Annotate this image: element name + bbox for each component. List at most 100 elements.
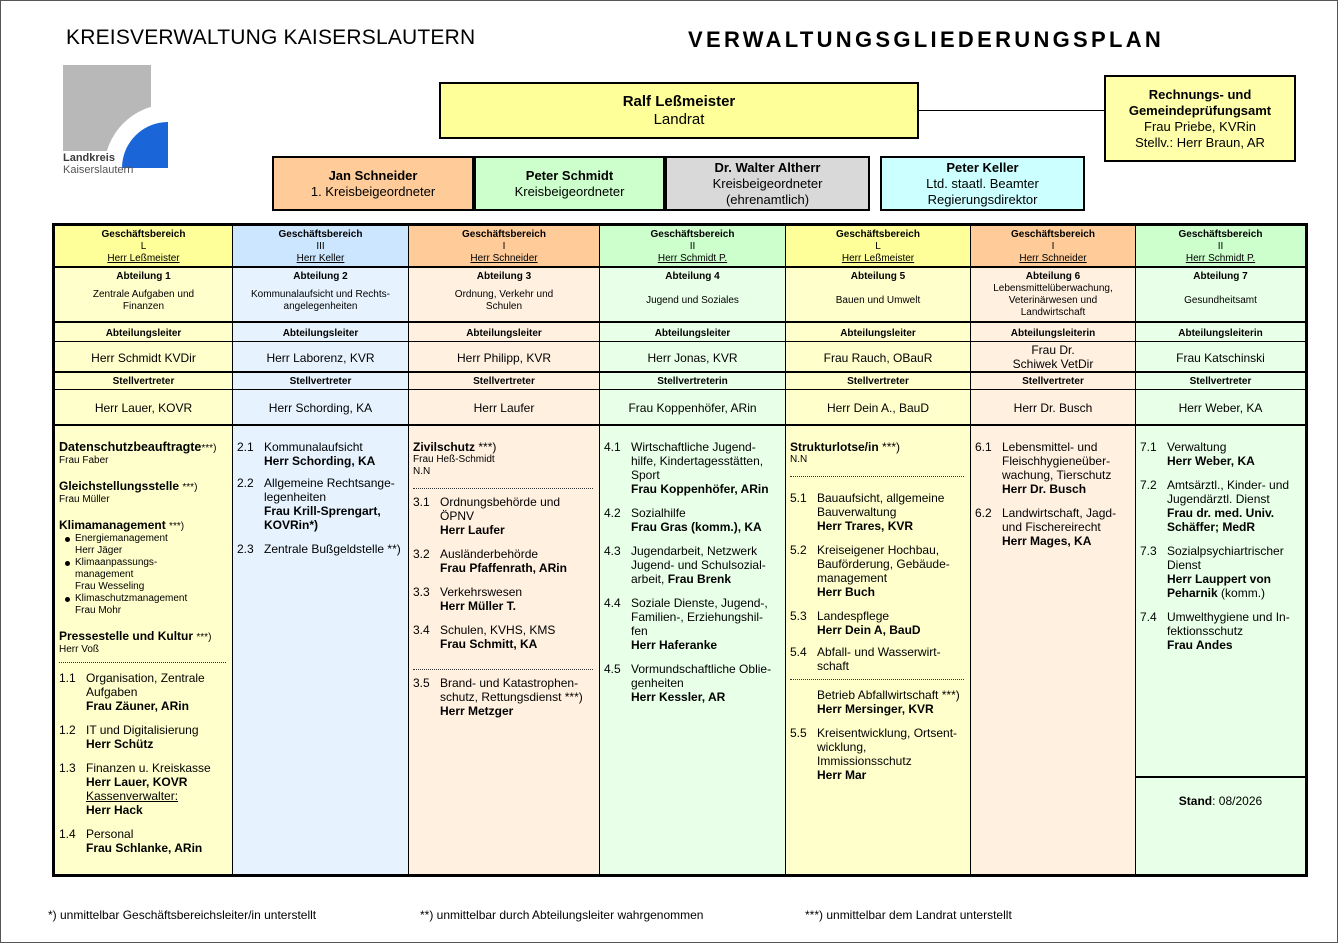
unit-number: 3.5 bbox=[413, 676, 430, 690]
gb-number: L bbox=[875, 241, 881, 252]
leiter-label: Abteilungsleiter bbox=[654, 328, 731, 339]
gb-head: Herr Keller bbox=[296, 253, 345, 264]
unit-number: 4.4 bbox=[604, 596, 621, 610]
sub-unit: 3.5 Brand- und Katastrophen-schutz, Rettu… bbox=[413, 676, 593, 718]
unit-number: 1.4 bbox=[59, 827, 76, 841]
unit-head: Frau Schlanke, ARin bbox=[86, 841, 203, 855]
unit-head: Herr Buch bbox=[817, 585, 876, 599]
unit-number: 7.2 bbox=[1140, 478, 1157, 492]
leiter-name: Herr Laborenz, KVR bbox=[266, 351, 375, 365]
department-name: Jugend und Soziales bbox=[646, 295, 739, 306]
unit-text: Brand- und Katastrophen-schutz, Rettungs… bbox=[440, 676, 583, 704]
unit-head: Herr Dein A, BauD bbox=[817, 623, 921, 637]
unit-head: Herr Schording, KA bbox=[264, 454, 376, 468]
unit-text: Soziale Dienste, Jugend-, Familien-, Erz… bbox=[631, 596, 768, 638]
leiter-label: Abteilungsleiterin bbox=[1178, 328, 1263, 339]
unit-head: Frau Andes bbox=[1167, 638, 1233, 652]
sub-unit: 5.4 Abfall- und Wasserwirt-schaft bbox=[790, 645, 964, 673]
unit-number: 3.1 bbox=[413, 495, 430, 509]
vertreter-name: Herr Lauer, KOVR bbox=[94, 401, 193, 415]
footnote-2: **) unmittelbar durch Abteilungsleiter w… bbox=[420, 908, 704, 922]
gleichstellung-name: Frau Müller bbox=[59, 494, 110, 505]
unit-number: 6.1 bbox=[975, 440, 992, 454]
vertreter-name: Herr Dein A., BauD bbox=[826, 401, 930, 415]
stand-value: : 08/2026 bbox=[1212, 794, 1263, 808]
unit-head: Frau Krill-Sprengart, KOVRin*) bbox=[264, 504, 381, 532]
department-label: Abteilung 1 bbox=[116, 271, 171, 282]
leiter-label: Abteilungsleiter bbox=[282, 328, 359, 339]
gb-head: Herr Schmidt P. bbox=[657, 253, 728, 264]
gb-label: Geschäftsbereich bbox=[1178, 229, 1263, 240]
unit-text: Organisation, Zentrale Aufgaben bbox=[86, 671, 205, 699]
klimamanagement-title: Klimamanagement bbox=[59, 518, 166, 532]
list-item: Klimaanpassungs-management bbox=[59, 557, 226, 581]
unit-text: Schulen, KVHS, KMS bbox=[440, 623, 556, 637]
department-label: Abteilung 2 bbox=[293, 271, 348, 282]
department-label: Abteilung 3 bbox=[476, 271, 532, 282]
unit-number: 7.3 bbox=[1140, 544, 1157, 558]
unit-text: Kommunalaufsicht bbox=[264, 440, 363, 454]
unit-text: Landespflege bbox=[817, 609, 890, 623]
deputy-name: Jan Schneider bbox=[328, 167, 418, 183]
unit-head: Herr Trares, KVR bbox=[817, 519, 914, 533]
sub-unit: 4.4 Soziale Dienste, Jugend-, Familien-, … bbox=[604, 596, 779, 652]
gb-number: I bbox=[502, 241, 506, 252]
unit-number: 5.5 bbox=[790, 726, 807, 740]
datenschutz-name: Frau Faber bbox=[59, 455, 109, 466]
footnote-mark: ***) bbox=[882, 440, 901, 454]
unit-head: Frau Schmitt, KA bbox=[440, 637, 538, 651]
vertreter-label: Stellvertreter bbox=[1022, 376, 1084, 387]
rpa-line2: Gemeindeprüfungsamt bbox=[1128, 102, 1272, 118]
leiter-label: Abteilungsleiter bbox=[105, 328, 182, 339]
unit-text: Kreiseigener Hochbau, Bauförderung, Gebä… bbox=[817, 543, 950, 585]
leiter-name: Frau Katschinski bbox=[1176, 351, 1265, 365]
unit-text: Zentrale Bußgeldstelle **) bbox=[264, 542, 401, 556]
deputy-role: 1. Kreisbeigeordneter bbox=[310, 183, 436, 199]
unit-number: 7.1 bbox=[1140, 440, 1157, 454]
unit-number: 3.4 bbox=[413, 623, 430, 637]
gb-head: Herr Schmidt P. bbox=[1185, 253, 1256, 264]
department-name: Bauen und Umwelt bbox=[835, 295, 921, 306]
deputy-extra: Regierungsdirektor bbox=[927, 191, 1038, 207]
unit-number: 2.3 bbox=[237, 542, 254, 556]
page-title: VERWALTUNGSGLIEDERUNGSPLAN bbox=[688, 27, 1165, 52]
logo-line2: Kaiserslautern bbox=[63, 164, 134, 176]
vertreter-label: Stellvertreter bbox=[112, 376, 175, 387]
leiter-label: Abteilungsleiter bbox=[466, 328, 542, 339]
unit-note: (komm.) bbox=[1221, 586, 1266, 600]
unit-number: 1.1 bbox=[59, 671, 76, 685]
unit-number: 5.4 bbox=[790, 645, 807, 659]
department-name: Gesundheitsamt bbox=[1184, 295, 1257, 306]
vertreter-name: Herr Weber, KA bbox=[1178, 401, 1263, 415]
unit-text: Abfall- und Wasserwirt-schaft bbox=[817, 645, 941, 673]
gb-head: Herr Schneider bbox=[470, 253, 538, 264]
unit-head: Herr Kessler, AR bbox=[631, 690, 726, 704]
gb-head: Herr Leßmeister bbox=[107, 253, 180, 264]
landrat-name: Ralf Leßmeister bbox=[622, 92, 736, 110]
unit-subtitle: Kassenverwalter: bbox=[86, 789, 179, 803]
deputy-name: Dr. Walter Altherr bbox=[714, 159, 821, 175]
vertreter-label: Stellvertreterin bbox=[657, 376, 728, 387]
department-label: Abteilung 6 bbox=[1025, 271, 1081, 282]
unit-head: Frau dr. med. Univ. Schäffer; MedR bbox=[1167, 506, 1275, 534]
gb-label: Geschäftsbereich bbox=[1011, 229, 1095, 240]
unit-head: Frau Gras (komm.), KA bbox=[631, 520, 762, 534]
vertreter-name: Frau Koppenhöfer, ARin bbox=[628, 401, 757, 415]
gb-label: Geschäftsbereich bbox=[836, 229, 920, 240]
unit-head: Herr Metzger bbox=[440, 704, 514, 718]
rpa-line3: Frau Priebe, KVRin bbox=[1144, 118, 1256, 134]
unit-text: Betrieb Abfallwirtschaft ***) bbox=[817, 688, 960, 702]
